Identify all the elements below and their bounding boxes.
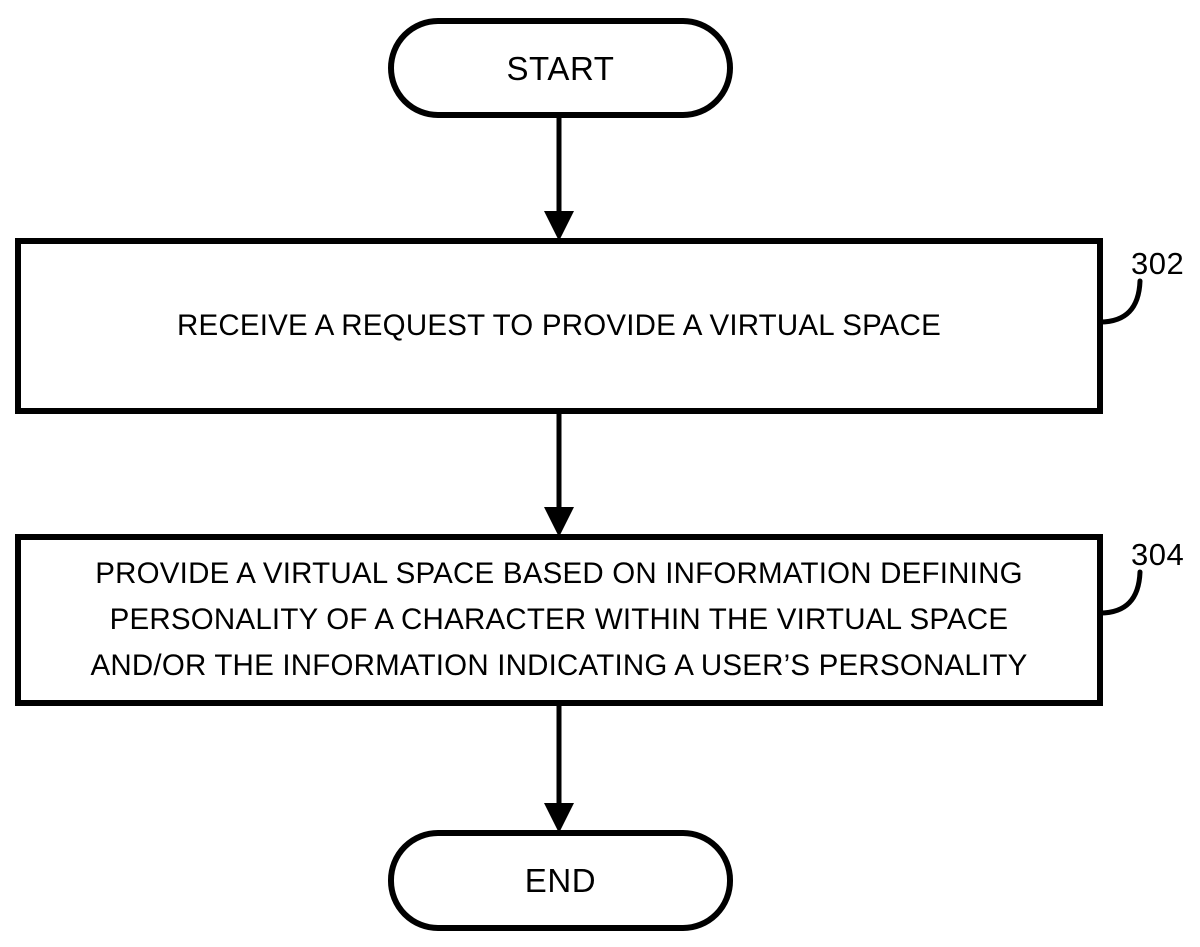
connector-start-to-302 (544, 115, 574, 241)
reference-label-302: 302 (1131, 246, 1185, 281)
step-304-shape (15, 534, 1103, 706)
step-302-shape (15, 238, 1103, 414)
end-terminator-shape (388, 830, 733, 931)
leader-line-302 (1097, 278, 1143, 325)
connector-304-to-end (544, 703, 574, 833)
connector-302-to-304 (544, 411, 574, 537)
reference-label-304: 304 (1131, 537, 1185, 572)
leader-line-304 (1097, 569, 1143, 616)
start-terminator-shape (388, 18, 733, 118)
